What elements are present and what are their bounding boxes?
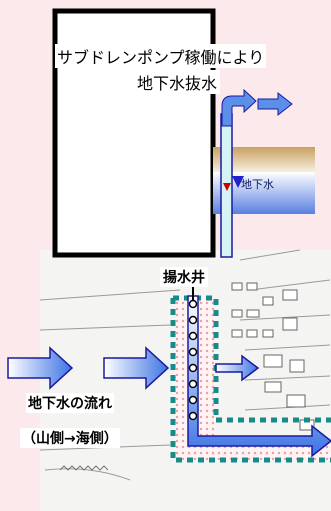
collection-line-arrow — [187, 295, 331, 458]
well-node — [188, 395, 198, 405]
well-level-marker — [223, 183, 231, 191]
well-node — [188, 363, 198, 373]
flow-arrow-2 — [103, 346, 170, 390]
pump-bend-arrow — [221, 88, 257, 127]
well-node — [188, 315, 198, 325]
water-level-marker — [232, 176, 244, 188]
well-node — [188, 331, 198, 341]
dotted-boundary — [170, 295, 331, 463]
well-label: 揚水井 — [160, 267, 208, 287]
title-line-2: 地下水抜水 — [134, 70, 221, 94]
groundwater-label: 地下水 — [241, 178, 274, 191]
flow-arrow-1 — [7, 346, 74, 390]
well-node — [188, 347, 198, 357]
flow-arrow-3 — [215, 354, 260, 382]
discharge-arrow — [257, 91, 293, 117]
well-node — [188, 411, 198, 421]
direction-label: （山側→海側） — [20, 428, 120, 448]
well-node — [188, 379, 198, 389]
well-node — [188, 299, 198, 309]
well-nodes — [188, 299, 198, 421]
title-line-1: サブドレンポンプ稼働により — [55, 44, 267, 68]
site-map — [39, 249, 331, 511]
flow-label: 地下水の流れ — [26, 393, 114, 413]
